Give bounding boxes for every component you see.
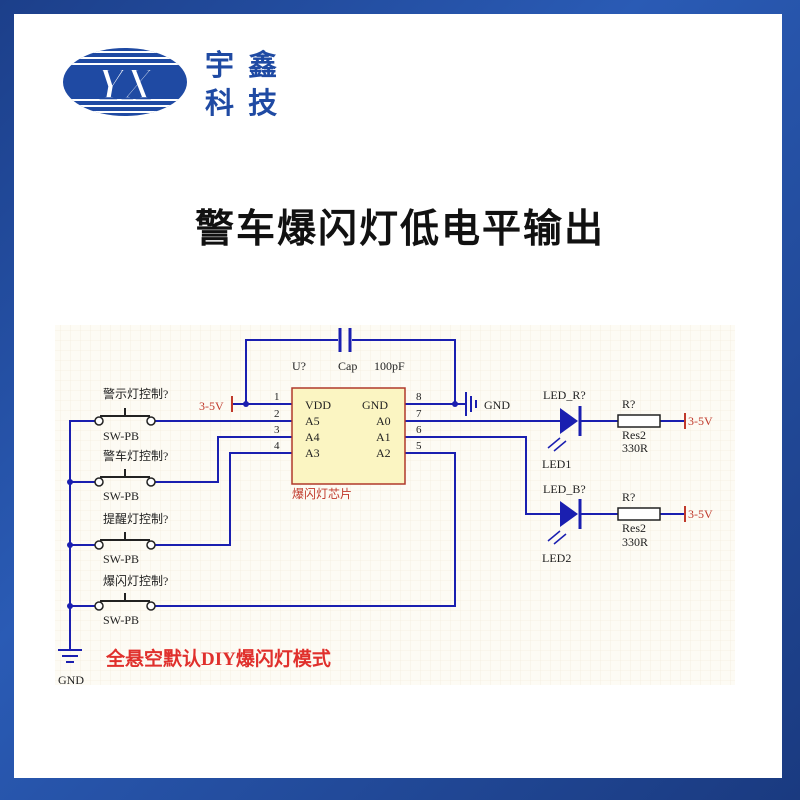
pin-num-8: 8 — [416, 391, 422, 403]
led-1-name: LED1 — [542, 457, 571, 471]
resistor-1-ref: R? — [622, 397, 635, 411]
switch-2: 警车灯控制? SW-PB — [94, 448, 168, 503]
pin-num-6: 6 — [416, 424, 422, 436]
led-1: LED_R? LED1 — [542, 388, 586, 471]
brand-line-1: 宇 鑫 — [205, 48, 280, 82]
chip-name: 爆闪灯芯片 — [292, 487, 352, 501]
junction-dots — [67, 401, 458, 609]
switch-4-label: 爆闪灯控制? — [103, 574, 168, 588]
pin-name-a2: A2 — [376, 446, 391, 460]
resistor-2-ref: R? — [622, 490, 635, 504]
pin-name-a0: A0 — [376, 414, 391, 428]
switch-1-type: SW-PB — [103, 429, 139, 443]
capacitor: Cap 100pF — [338, 328, 405, 373]
pin-num-7: 7 — [416, 408, 422, 420]
pin-name-a3: A3 — [305, 446, 320, 460]
brand-line-2: 科 技 — [205, 86, 280, 120]
chip-ref: U? — [292, 359, 306, 373]
brand-name: 宇 鑫 科 技 — [205, 46, 279, 122]
page-title: 警车爆闪灯低电平输出 — [194, 207, 605, 252]
supply-1-label: 3-5V — [688, 414, 713, 428]
supply-2-label: 3-5V — [688, 507, 713, 521]
logo-emblem: YX — [63, 48, 187, 116]
pin-name-a1: A1 — [376, 430, 391, 444]
switch-3: 提醒灯控制? SW-PB — [94, 511, 168, 566]
switch-3-type: SW-PB — [103, 552, 139, 566]
pin-name-vdd: VDD — [305, 398, 331, 412]
power-left: 3-5V — [199, 396, 233, 413]
chip-body — [291, 387, 406, 485]
led-2-name: LED2 — [542, 551, 571, 565]
resistor-2-value: 330R — [622, 535, 648, 549]
gnd-label-bottom: GND — [58, 673, 84, 687]
led-2: LED_B? LED2 — [542, 482, 586, 565]
gnd-symbol-bottom: GND — [58, 649, 84, 687]
gnd-symbol-top: GND — [465, 392, 510, 416]
resistor-1-type: Res2 — [622, 428, 646, 442]
gnd-label-top: GND — [484, 398, 510, 412]
pin-num-3: 3 — [274, 424, 280, 436]
led-1-ref: LED_R? — [543, 388, 586, 402]
resistor-2: R? Res2 330R 3-5V — [617, 490, 713, 549]
schematic-grid — [55, 325, 735, 685]
pin-num-5: 5 — [416, 440, 422, 452]
switch-2-label: 警车灯控制? — [103, 448, 168, 463]
capacitor-value: 100pF — [374, 359, 405, 373]
pin-name-gnd: GND — [362, 398, 388, 412]
power-left-label: 3-5V — [199, 399, 224, 413]
resistor-1-value: 330R — [622, 441, 648, 455]
pin-name-a5: A5 — [305, 414, 320, 428]
resistor-1: R? Res2 330R 3-5V — [617, 397, 713, 455]
switch-2-type: SW-PB — [103, 489, 139, 503]
pin-num-2: 2 — [274, 408, 280, 420]
capacitor-ref: Cap — [338, 359, 357, 373]
pin-name-a4: A4 — [305, 430, 320, 444]
mode-note: 全悬空默认DIY爆闪灯模式 — [105, 647, 331, 670]
switch-4: 爆闪灯控制? SW-PB — [94, 574, 168, 627]
switch-1-label: 警示灯控制? — [103, 386, 168, 401]
pin-num-1: 1 — [274, 391, 280, 403]
led-2-ref: LED_B? — [543, 482, 586, 496]
logo-text: YX — [97, 59, 155, 108]
resistor-2-type: Res2 — [622, 521, 646, 535]
switch-1: 警示灯控制? SW-PB — [94, 386, 168, 443]
pin-num-4: 4 — [274, 440, 280, 452]
switch-4-type: SW-PB — [103, 613, 139, 627]
company-logo: YX — [60, 42, 300, 122]
chip: U? 爆闪灯芯片 VDD A5 A4 A3 1 2 3 4 GND A0 A1 … — [274, 359, 422, 501]
switch-3-label: 提醒灯控制? — [103, 511, 168, 526]
wires — [69, 339, 685, 650]
